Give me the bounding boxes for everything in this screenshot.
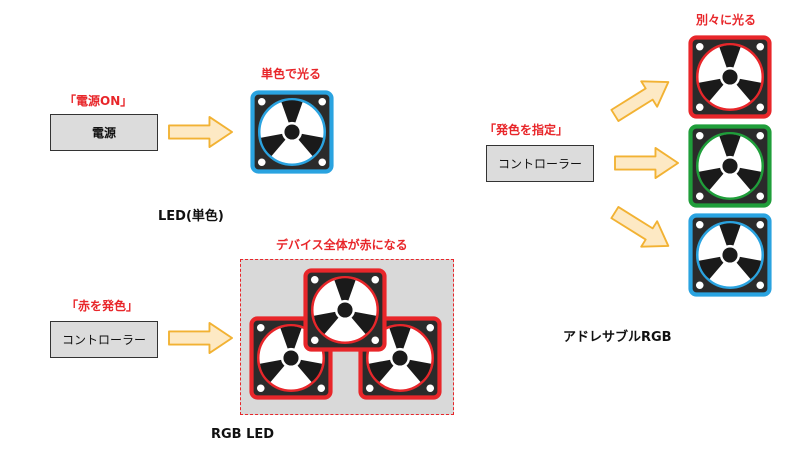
arrow-right-icon: [614, 147, 680, 179]
rgb-trigger-label: 「赤を発色」: [66, 299, 139, 313]
fan-icon: [688, 124, 772, 208]
led-trigger-label: 「電源ON」: [64, 94, 133, 108]
rgb-result-label: デバイス全体が赤になる: [276, 238, 408, 252]
fan-icon: [250, 90, 334, 174]
rgb-controller-box: コントローラー: [50, 321, 158, 358]
arrow-down-right-icon: [606, 198, 679, 260]
rgb-caption: RGB LED: [211, 427, 275, 442]
addressable-trigger-label: 「発色を指定」: [484, 123, 569, 137]
arrow-right-icon: [168, 116, 234, 148]
led-caption: LED(単色): [158, 209, 224, 224]
arrow-right-icon: [168, 322, 234, 354]
addressable-caption: アドレサブルRGB: [563, 330, 672, 345]
fan-icon: [303, 268, 387, 352]
arrow-up-right-icon: [606, 67, 679, 129]
fan-icon: [688, 35, 772, 119]
addressable-result-label: 別々に光る: [696, 13, 757, 27]
addressable-controller-box: コントローラー: [486, 145, 594, 182]
fan-icon: [688, 213, 772, 297]
led-power-box: 電源: [50, 114, 158, 151]
led-result-label: 単色で光る: [261, 67, 322, 81]
